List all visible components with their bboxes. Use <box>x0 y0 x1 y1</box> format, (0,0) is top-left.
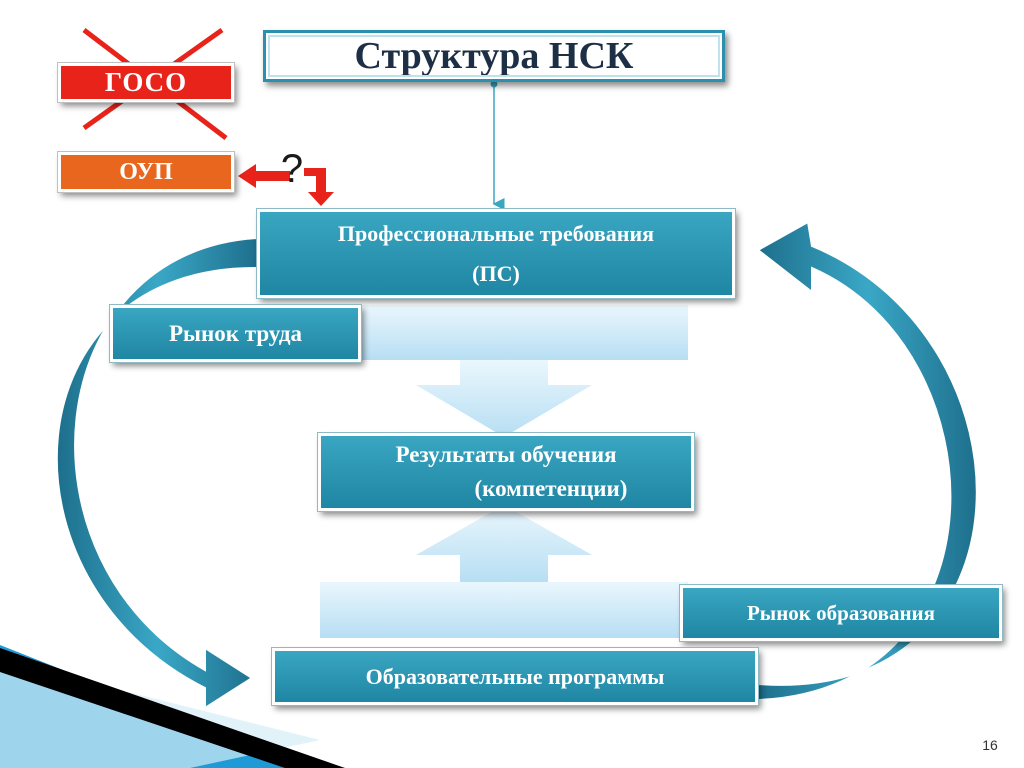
oup-label: ОУП <box>119 158 173 185</box>
connector-dot <box>490 80 498 88</box>
education-market-box: Рынок образования <box>679 584 1003 642</box>
question-mark: ? <box>280 147 304 191</box>
left-red-arrow <box>238 164 290 188</box>
lower-light-band <box>320 582 688 638</box>
learning-results-line1: Результаты обучения <box>395 442 617 467</box>
oup-box: ОУП <box>57 151 235 193</box>
page-number: 16 <box>982 737 998 753</box>
learning-results-box: Результаты обучения (компетенции) <box>317 432 695 512</box>
professional-requirements-box: Профессиональные требования (ПС) <box>256 208 736 299</box>
professional-requirements-line2: (ПС) <box>472 260 520 286</box>
down-block-arrow <box>416 360 592 437</box>
title-box: Структура НСК <box>263 30 725 82</box>
up-block-arrow <box>416 505 592 582</box>
goso-label: ГОСО <box>104 67 188 97</box>
educational-programs-label: Образовательные программы <box>365 663 665 689</box>
educational-programs-box: Образовательные программы <box>271 647 759 706</box>
corner-stripe-black <box>0 648 345 768</box>
down-red-arrow <box>304 168 334 206</box>
upper-light-band <box>320 305 688 360</box>
learning-results-line2: (компетенции) <box>474 476 628 501</box>
labor-market-label: Рынок труда <box>168 320 302 346</box>
labor-market-box: Рынок труда <box>109 304 362 363</box>
goso-box: ГОСО <box>57 62 235 103</box>
left-cycle-arrow <box>55 236 259 710</box>
education-market-label: Рынок образования <box>746 600 936 625</box>
professional-requirements-line1: Профессиональные требования <box>337 220 655 246</box>
slide-title: Структура НСК <box>354 35 634 77</box>
